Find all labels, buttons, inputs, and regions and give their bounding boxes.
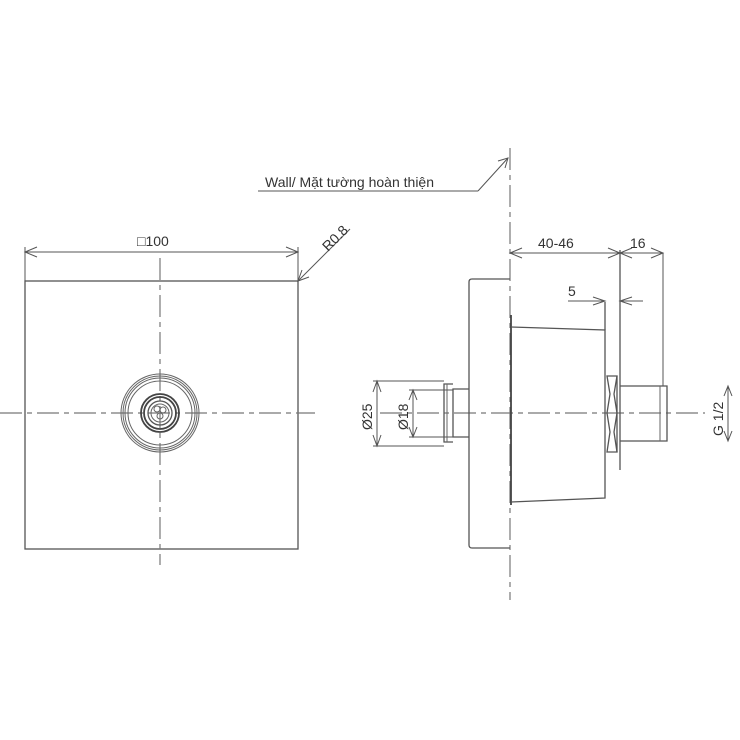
depth-label: 40-46 (538, 235, 574, 251)
front-view: □100 R0.8 (0, 222, 351, 565)
wall-label: Wall/ Mặt tường hoàn thiện (265, 174, 434, 190)
inner-diameter-dimension (408, 388, 453, 439)
valve-body (510, 326, 606, 503)
hex-nut (606, 375, 618, 453)
offset-dimension (568, 296, 643, 306)
thread-size-label: G 1/2 (710, 402, 726, 436)
outer-diameter-label: Ø25 (359, 403, 375, 430)
outer-diameter-dimension (372, 379, 444, 448)
thread-length-label: 16 (630, 235, 646, 251)
cover-plate (468, 278, 510, 549)
width-dimension (23, 246, 300, 281)
radius-label: R0.8 (319, 222, 351, 254)
handle-knob (120, 373, 200, 453)
side-view: Wall/ Mặt tường hoàn thiện 4 (258, 148, 733, 600)
handle-stub (443, 383, 469, 443)
wall-leader (477, 157, 509, 192)
offset-label: 5 (568, 283, 576, 299)
square-plate-outline (24, 280, 299, 550)
width-label: □100 (137, 233, 169, 249)
thread-size-dimension (723, 384, 733, 443)
threaded-connector (620, 385, 668, 442)
thread-length-dimension (618, 247, 665, 386)
radius-leader (297, 228, 351, 282)
inner-diameter-label: Ø18 (395, 403, 411, 430)
